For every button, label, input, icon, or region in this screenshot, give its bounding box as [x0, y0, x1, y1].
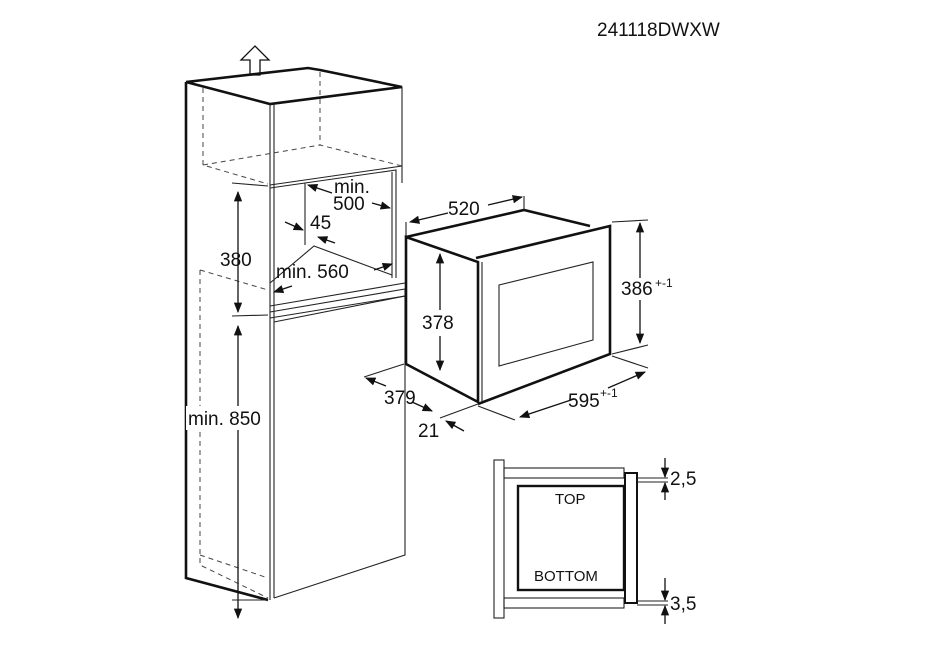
bottom-gap-label: 3,5: [670, 594, 696, 615]
lower-height-label: min. 850: [188, 409, 261, 430]
niche-depth-value: 500: [333, 194, 365, 215]
body-depth-label: 520: [448, 199, 480, 220]
airflow-up-arrow-icon: [239, 45, 271, 76]
side-depth-label: 379: [384, 388, 416, 409]
body-height-label: 378: [422, 313, 454, 334]
microwave-appliance: [404, 208, 612, 406]
niche-width-label: min. 560: [276, 262, 349, 283]
back-gap-label: 45: [310, 213, 331, 234]
front-width-tolerance: +-1: [600, 386, 618, 400]
front-thickness-label: 21: [418, 421, 439, 442]
front-width-label: 595: [568, 391, 600, 412]
front-height-tolerance: +-1: [655, 276, 673, 290]
drawing-code: 241118DWXW: [597, 20, 720, 41]
front-height-label: 386: [621, 279, 653, 300]
top-label: TOP: [555, 491, 586, 508]
section-detail: [493, 459, 668, 619]
tall-cabinet: [184, 66, 406, 602]
niche-height-label: 380: [220, 250, 252, 271]
bottom-label: BOTTOM: [534, 568, 598, 585]
top-gap-label: 2,5: [670, 469, 696, 490]
niche-depth-label: min.: [334, 177, 370, 198]
